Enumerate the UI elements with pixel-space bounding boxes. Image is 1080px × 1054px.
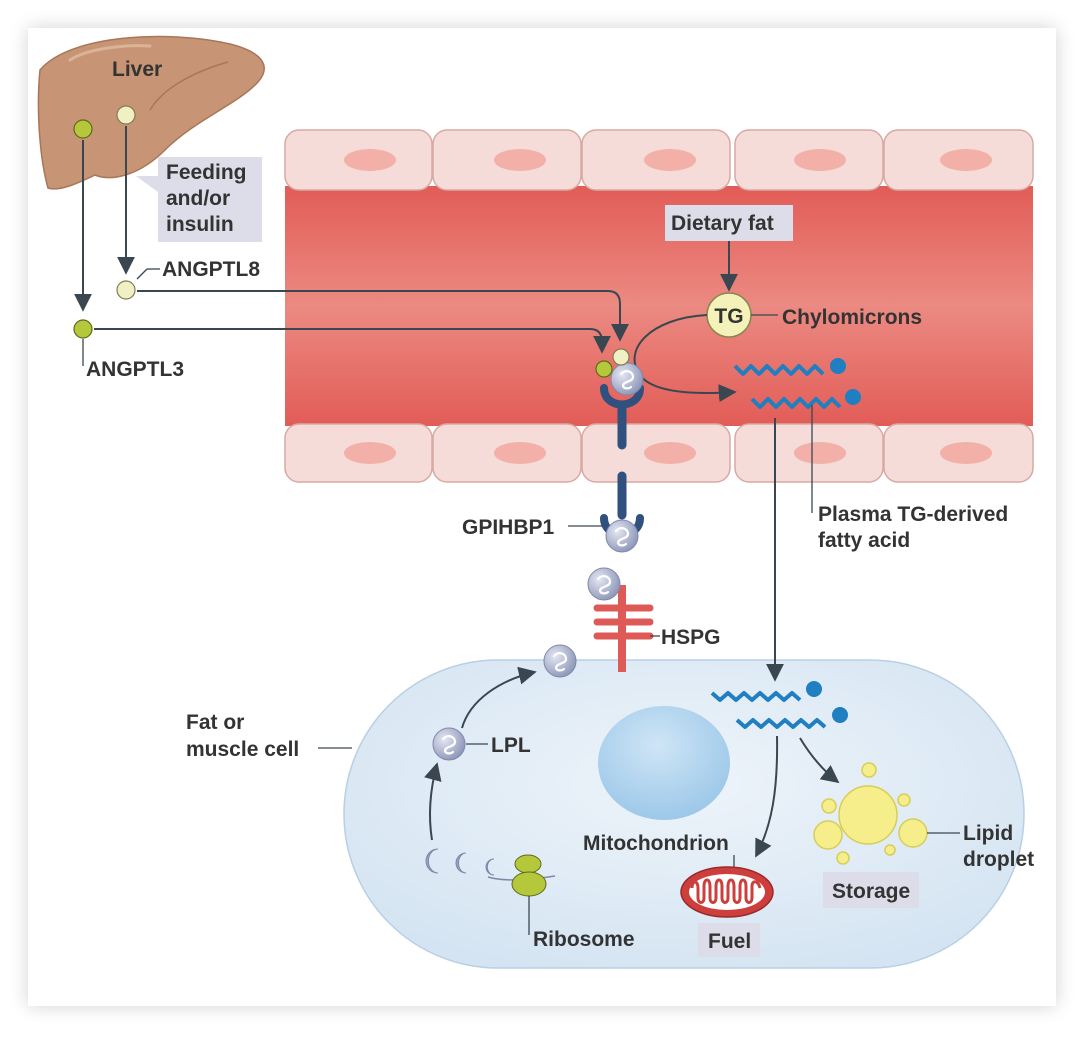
blood-vessel xyxy=(284,129,1034,483)
plasma-tg-label-2: fatty acid xyxy=(818,529,910,552)
liver-label: Liver xyxy=(112,58,162,81)
arrow-to-lipid-droplet xyxy=(799,737,840,784)
gpihbp1-lumen-complex xyxy=(595,348,645,450)
gpihbp1-label: GPIHBP1 xyxy=(462,516,555,539)
fatty-acids-vessel xyxy=(733,358,861,409)
storage-label: Storage xyxy=(832,880,910,903)
storage-tag: Storage xyxy=(823,872,919,908)
lpl-label: LPL xyxy=(491,734,531,757)
liver-organ: Liver xyxy=(37,35,265,190)
tg-label: TG xyxy=(714,305,743,328)
mitochondrion-label: Mitochondrion xyxy=(583,832,729,855)
lipid-droplet-label-1: Lipid xyxy=(963,822,1013,845)
arrow-to-mitochondrion xyxy=(755,735,779,858)
gpihbp1-receptor: GPIHBP1 xyxy=(462,471,644,554)
mitochondrion: Mitochondrion xyxy=(583,832,774,918)
feeding-label-2: and/or xyxy=(166,187,230,210)
ribosome-label: Ribosome xyxy=(533,928,635,951)
fat-muscle-cell xyxy=(343,659,1025,969)
feeding-label-1: Feeding xyxy=(166,161,247,184)
nascent-lpl xyxy=(425,848,495,876)
angptl8-label: ANGPTL8 xyxy=(162,258,260,281)
dietary-fat-label: Dietary fat xyxy=(671,212,774,235)
plasma-tg-label-1: Plasma TG-derived xyxy=(818,503,1008,526)
fat-cell-label-2: muscle cell xyxy=(186,738,299,761)
lipid-droplet: Lipid droplet xyxy=(813,762,1034,871)
angptl8-protein: ANGPTL8 xyxy=(116,258,260,300)
hspg-label: HSPG xyxy=(661,626,721,649)
arrow-angptl3-to-lpl xyxy=(94,328,611,354)
lpl-secreted xyxy=(542,643,578,679)
lpl-in-cell: LPL xyxy=(431,726,531,762)
angptl3-label: ANGPTL3 xyxy=(86,358,184,381)
arrow-angptl8-to-lpl xyxy=(137,290,629,342)
feeding-label-3: insulin xyxy=(166,213,234,236)
endothelium-top xyxy=(284,129,1034,191)
fat-cell-label-1: Fat or xyxy=(186,711,244,734)
angptl3-in-liver xyxy=(73,119,93,139)
cell-nucleus xyxy=(598,706,730,820)
fatty-acids-cell xyxy=(710,681,848,729)
fuel-label: Fuel xyxy=(708,930,751,953)
ribosome: Ribosome xyxy=(487,854,635,951)
tg-chylomicron: TG Chylomicrons xyxy=(706,292,922,338)
fuel-tag: Fuel xyxy=(698,923,760,957)
lipid-droplet-label-2: droplet xyxy=(963,848,1034,871)
arrow-lpl-secretion xyxy=(461,666,537,729)
endothelium-bottom xyxy=(284,423,1034,483)
chylomicrons-label: Chylomicrons xyxy=(782,306,922,329)
hspg-receptor: HSPG xyxy=(586,566,721,672)
feeding-insulin-tag: Feeding and/or insulin xyxy=(136,157,262,242)
arrow-lpl-synthesis xyxy=(424,762,442,841)
dietary-fat-tag: Dietary fat xyxy=(665,205,793,241)
angptl3-protein: ANGPTL3 xyxy=(73,319,184,381)
angptl8-in-liver xyxy=(116,105,136,125)
